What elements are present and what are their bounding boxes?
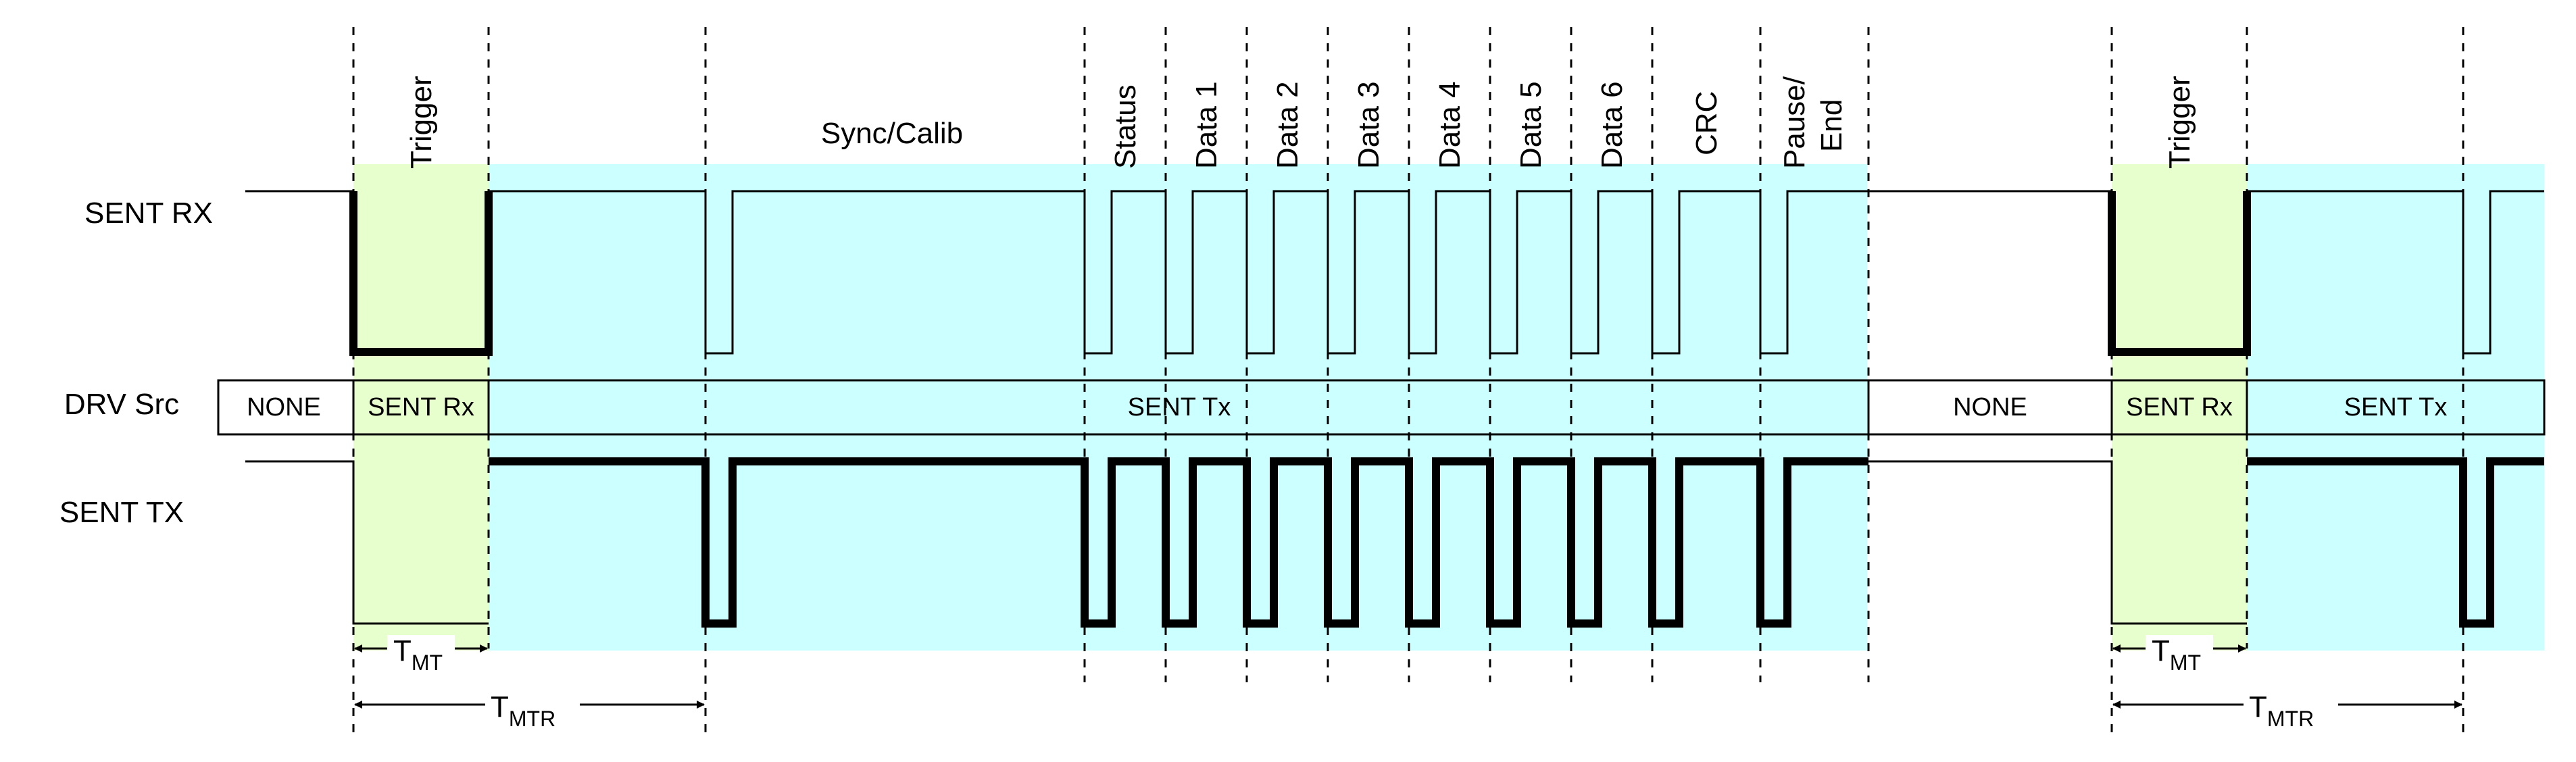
tmt-label-2: TMT <box>2152 634 2201 675</box>
phase-data-3: Data 3 <box>1352 81 1385 169</box>
drv-src-bus <box>217 379 2546 436</box>
drv-sent-tx-2: SENT Tx <box>2344 393 2448 422</box>
sent-zone-2 <box>2247 164 2544 651</box>
drv-sent-rx-2: SENT Rx <box>2126 393 2233 422</box>
phase-trigger-1: Trigger <box>405 76 438 169</box>
trigger-zone-1 <box>353 164 489 651</box>
phase-crc: CRC <box>1690 91 1723 155</box>
drv-src-label: DRV Src <box>64 388 179 421</box>
sent-rx-waveform <box>245 190 2544 355</box>
drv-none-2: NONE <box>1953 393 2027 422</box>
phase-status: Status <box>1109 84 1142 169</box>
phase-data-1: Data 1 <box>1190 81 1223 169</box>
drv-sent-rx-1: SENT Rx <box>368 393 474 422</box>
drv-sent-tx-1: SENT Tx <box>1128 393 1231 422</box>
phase-data-6: Data 6 <box>1595 81 1629 169</box>
sent-tx-waveform-1 <box>489 457 1868 628</box>
tmtr-label-2: TMTR <box>2249 690 2314 731</box>
sent-zone-1 <box>489 164 1867 651</box>
drv-none-1: NONE <box>247 393 321 422</box>
phase-trigger-2: Trigger <box>2163 76 2196 169</box>
phase-sync-calib: Sync/Calib <box>821 117 963 150</box>
tmtr-label-1: TMTR <box>491 690 555 731</box>
phase-data-2: Data 2 <box>1271 81 1304 169</box>
sent-rx-trigger-pulse-2 <box>2108 191 2251 356</box>
tmt-label-1: TMT <box>393 634 443 675</box>
sent-tx-label: SENT TX <box>59 496 184 529</box>
sent-rx-label: SENT RX <box>84 197 213 230</box>
phase-data-5: Data 5 <box>1514 81 1547 169</box>
sent-tx-waveform-2 <box>2247 457 2544 628</box>
phase-pause-end-line2: End <box>1815 99 1848 152</box>
phase-data-4: Data 4 <box>1433 81 1466 169</box>
trigger-zone-2 <box>2112 164 2247 651</box>
sent-tx-idle-2 <box>1868 460 2247 625</box>
sent-tx-idle-1 <box>245 460 489 625</box>
phase-pause-end-line1: Pause/ <box>1778 76 1811 169</box>
sent-rx-trigger-pulse-1 <box>349 191 493 356</box>
